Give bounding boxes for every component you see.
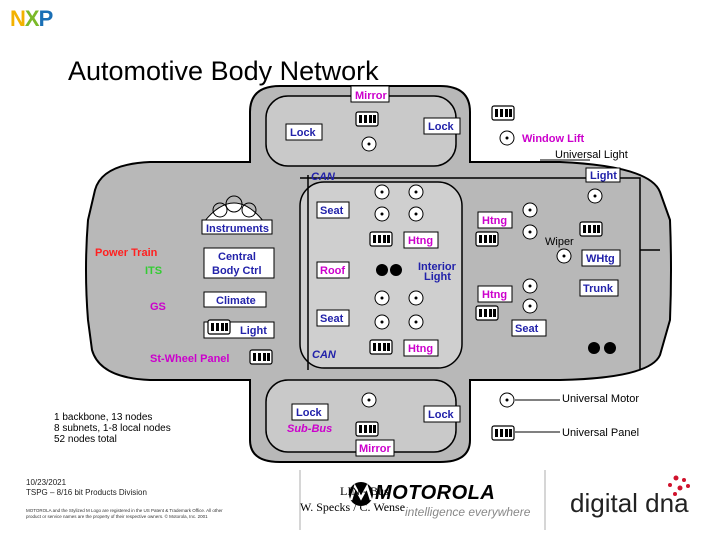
label-lock-top-right: Lock — [428, 121, 455, 133]
label-htng-bottom: Htng — [408, 343, 433, 355]
label-can-top: CAN — [311, 171, 336, 183]
label-window-lift: Window Lift — [522, 133, 585, 145]
label-roof: Roof — [320, 265, 345, 277]
label-universal-panel: Universal Panel — [562, 427, 639, 439]
label-mirror-top: Mirror — [355, 90, 388, 102]
digital-dna-wordmark: digital dna — [570, 488, 689, 518]
label-light-right: Light — [590, 170, 617, 182]
label-htng-center-top: Htng — [408, 235, 433, 247]
label-st-wheel-panel: St-Wheel Panel — [150, 353, 229, 365]
label-body-ctrl: Body Ctrl — [212, 265, 262, 277]
label-seat-mid: Seat — [320, 313, 344, 325]
label-gs: GS — [150, 301, 166, 313]
label-htng-top-right: Htng — [482, 215, 507, 227]
label-universal-motor: Universal Motor — [562, 393, 639, 405]
label-lock-bottom-left: Lock — [296, 407, 323, 419]
footer-legal: MOTOROLA and the Stylized M Logo are reg… — [26, 508, 276, 520]
lin-bus-label: LIN - Bus — [340, 484, 389, 498]
stats-line-3: 52 nodes total — [54, 434, 117, 445]
label-interior-light: Light — [424, 271, 451, 283]
label-its: ITS — [145, 265, 162, 277]
nxp-logo: NXP — [10, 6, 54, 32]
logo-letter-p: P — [38, 6, 54, 31]
label-light-left: Light — [240, 325, 267, 337]
can-backbone — [300, 175, 660, 370]
footer-legal-line2: product or service names are the propert… — [26, 514, 208, 519]
logo-letter-x: X — [24, 6, 40, 31]
label-central: Central — [218, 251, 256, 263]
label-power-train: Power Train — [95, 247, 158, 259]
callout-lines — [515, 159, 590, 433]
footer-legal-line1: MOTOROLA and the Stylized M Logo are reg… — [26, 508, 223, 513]
label-seat-right: Seat — [515, 323, 539, 335]
label-instruments: Instruments — [206, 223, 269, 235]
label-sub-bus: Sub-Bus — [287, 423, 332, 435]
stats-line-1: 1 backbone, 13 nodes — [54, 412, 152, 423]
label-can-bottom: CAN — [312, 349, 337, 361]
stats-line-2: 8 subnets, 1-8 local nodes — [54, 423, 171, 434]
logo-letter-n: N — [10, 6, 26, 31]
label-interior: Interior — [418, 261, 457, 273]
label-lock-bottom-right: Lock — [428, 409, 455, 421]
label-seat-top: Seat — [320, 205, 344, 217]
label-mirror-bottom: Mirror — [359, 443, 392, 455]
motorola-tagline: intelligence everywhere — [405, 505, 531, 519]
motorola-wordmark: MOTOROLA — [375, 482, 496, 504]
label-trunk: Trunk — [583, 283, 614, 295]
label-lock-top-left: Lock — [290, 127, 317, 139]
label-climate: Climate — [216, 295, 256, 307]
digital-dna-helix-icon — [668, 475, 690, 496]
page-title: Automotive Body Network — [68, 56, 379, 86]
label-universal-light: Universal Light — [555, 149, 628, 161]
authors-label: W. Specks / C. Wense — [300, 500, 406, 514]
label-wiper: Wiper — [545, 236, 574, 248]
label-htng-mid-right: Htng — [482, 289, 507, 301]
label-whtg: WHtg — [586, 253, 615, 265]
footer-date: 10/23/2021 — [26, 478, 67, 487]
footer-division: TSPG – 8/16 bit Products Division — [26, 488, 147, 497]
